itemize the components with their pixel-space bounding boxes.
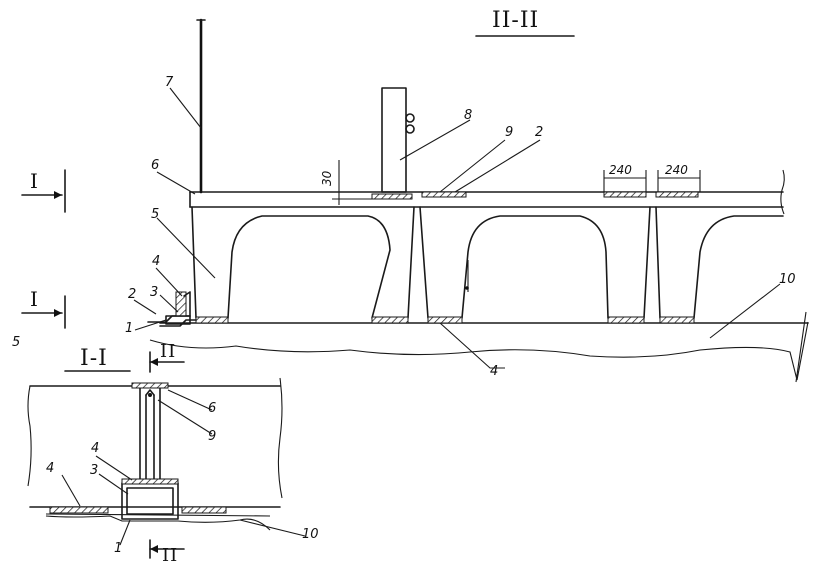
leaders [133,87,781,369]
detail-pad-left [49,506,109,514]
dimension-30: 30 [320,160,372,205]
label-2-right: 2 [535,125,543,140]
dim-30-label: 30 [320,170,334,186]
detail-label-9: 9 [208,429,216,444]
label-3: 3 [150,285,158,300]
section-1-1-view: I-I II II [12,335,319,566]
section-title-2-2: II-II [492,8,539,33]
cut-mark-ii-top: II [149,341,185,373]
pad-5 [659,316,695,324]
pad-4 [607,316,645,324]
block-middle [419,206,651,319]
detail-label-6: 6 [208,401,216,416]
detail-ground [45,515,271,531]
label-4-bottom: 4 [490,364,498,379]
detail-label-3: 3 [90,463,98,478]
cut-label-ii-top: II [160,341,176,362]
plate-240-b [655,191,699,198]
block-right [655,206,784,319]
joint-plate-mid [421,191,467,198]
label-5: 5 [151,207,159,222]
detail-top-plate [131,382,169,389]
dim-240-a-label: 240 [609,163,632,177]
pad-2 [371,316,409,324]
cut-label-ii-bottom: II [162,545,178,566]
detail-label-4-left: 4 [46,461,54,476]
detail-box [121,478,179,520]
label-6: 6 [151,158,159,173]
label-7: 7 [165,75,174,90]
label-9: 9 [505,125,513,140]
cut-label-bottom: I [30,287,39,311]
label-2: 2 [128,287,136,302]
section-2-2-view: I I-I I [21,8,809,383]
top-plates [371,191,699,200]
pad-1 [195,316,229,324]
cut-mark-top: I [21,169,66,213]
detail-label-4-top: 4 [91,441,99,456]
detail-leaders [61,389,306,546]
joint-plate-left [371,193,413,200]
dimension-240-b: 240 [657,163,701,192]
block-left [191,206,415,319]
label-10: 10 [779,272,796,287]
plate-240-a [603,191,647,198]
label-8: 8 [464,108,472,123]
label-1: 1 [125,321,133,336]
ground [149,311,809,383]
bearing-pads [195,316,695,324]
edge-detail [147,291,197,327]
label-4: 4 [152,254,160,269]
soil-profile [149,321,809,381]
detail-label-5: 5 [12,335,20,350]
dimension-240-a: 240 [603,163,647,192]
section-title-1-1: I-I [80,346,108,371]
dim-240-b-label: 240 [665,163,688,177]
railing-post [196,18,206,194]
detail-pad-right [181,506,227,514]
detail-label-1: 1 [114,541,122,556]
column-stanchion [381,87,415,193]
detail-label-10: 10 [302,527,319,542]
cut-label-top: I [30,169,39,193]
cut-mark-ii-bottom: II [149,539,185,566]
cut-mark-bottom: I [21,287,66,329]
pad-3 [427,316,463,324]
